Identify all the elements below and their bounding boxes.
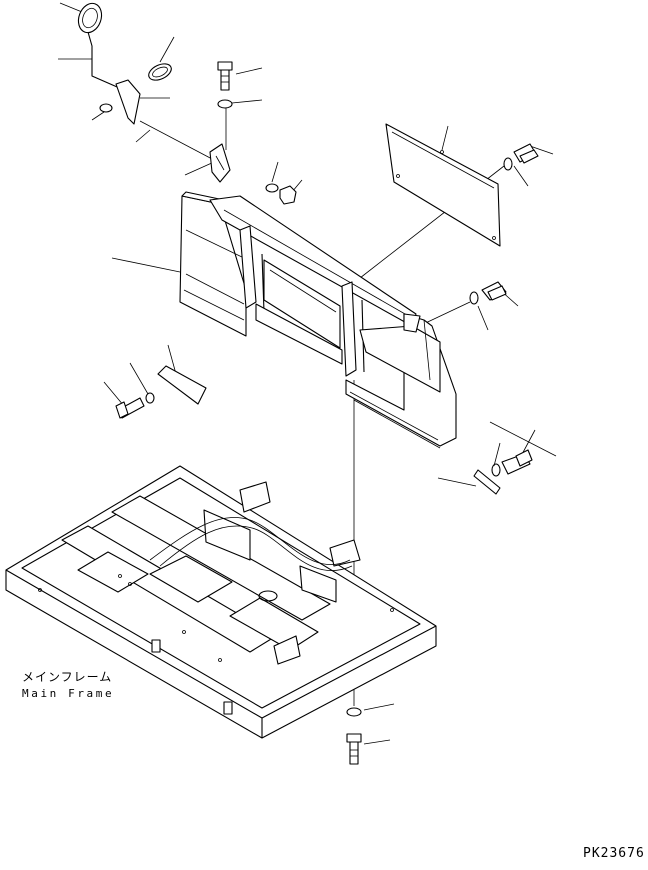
drawing-code: PK23676	[583, 846, 645, 861]
lower-bar	[473, 449, 533, 495]
lower-washer	[491, 463, 501, 477]
cover-plate	[385, 123, 501, 247]
guard-bolt	[469, 281, 507, 305]
mirror-stay	[87, 31, 125, 91]
top-washer	[217, 99, 233, 109]
top-bolt	[217, 61, 233, 109]
mirror-washer	[99, 103, 113, 113]
mirror-clamp	[148, 63, 172, 81]
bottom-washer	[346, 707, 362, 717]
mirror-bracket	[115, 79, 141, 125]
cover-bolt	[503, 143, 539, 171]
mount-bracket	[209, 143, 297, 205]
main-frame-label-en: Main Frame	[22, 687, 115, 700]
left-plate	[115, 365, 207, 419]
left-washer	[145, 392, 155, 404]
guard-frame	[179, 191, 457, 449]
bottom-fasteners	[346, 707, 362, 765]
bottom-bolt	[346, 733, 362, 743]
bracket-washer	[265, 183, 279, 193]
mirror-assembly	[77, 2, 172, 125]
main-frame	[5, 465, 437, 739]
mirror	[77, 2, 103, 34]
main-frame-label-jp: メインフレーム	[22, 670, 113, 684]
bracket-nut	[279, 185, 297, 205]
